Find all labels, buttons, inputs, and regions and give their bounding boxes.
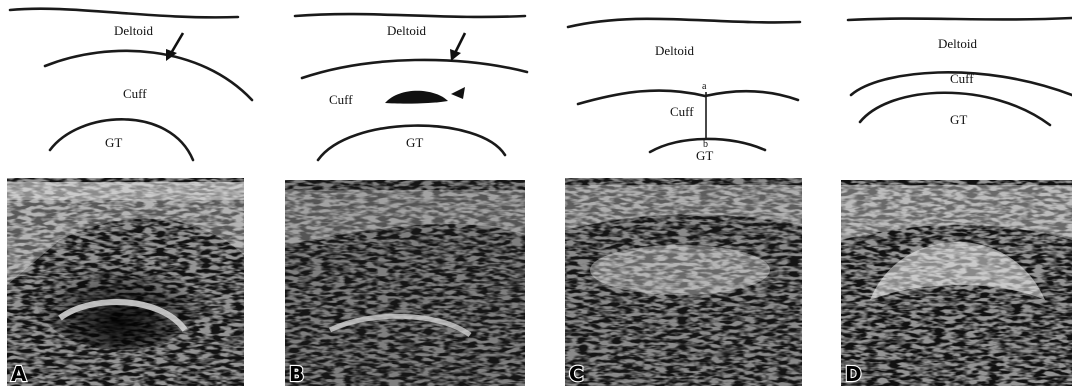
gt-label: GT	[105, 135, 122, 150]
ultrasound-image-d: D	[841, 180, 1072, 386]
deltoid-label: Deltoid	[655, 43, 694, 58]
cuff-label: Cuff	[123, 86, 147, 101]
cuff-label: Cuff	[950, 71, 974, 86]
schematic-b: Deltoid Cuff GT	[295, 14, 527, 160]
ultrasound-image-c: C	[565, 178, 802, 386]
deltoid-label: Deltoid	[938, 36, 977, 51]
panel-letter-d: D	[845, 362, 862, 386]
skin-line	[568, 19, 800, 27]
deltoid-cuff-boundary	[302, 60, 527, 78]
panel-c: a b Deltoid Cuff GT C	[565, 19, 802, 386]
gt-label: GT	[696, 148, 713, 163]
deltoid-label: Deltoid	[114, 23, 153, 38]
schematic-a: Deltoid Cuff GT	[10, 9, 252, 160]
schematic-d: Deltoid Cuff GT	[848, 18, 1072, 127]
panel-d: Deltoid Cuff GT D	[841, 18, 1072, 386]
schematic-c: a b Deltoid Cuff GT	[568, 19, 800, 163]
gt-label: GT	[950, 112, 967, 127]
deltoid-label: Deltoid	[387, 23, 426, 38]
ultrasound-image-a: A	[7, 178, 244, 386]
effusion-shape	[385, 91, 448, 104]
ultrasound-image-b: B	[285, 180, 525, 386]
panel-letter-c: C	[569, 362, 584, 386]
cuff-label: Cuff	[670, 104, 694, 119]
panel-letter-b: B	[289, 362, 304, 386]
cuff-label: Cuff	[329, 92, 353, 107]
gt-label: GT	[406, 135, 423, 150]
panel-letter-a: A	[11, 362, 27, 386]
skin-line	[295, 14, 525, 17]
arrowhead-marker	[451, 87, 465, 99]
deltoid-cuff-boundary	[45, 51, 252, 100]
skin-line	[848, 18, 1072, 20]
panel-a: Deltoid Cuff GT A	[7, 9, 252, 386]
skin-line	[10, 9, 238, 18]
point-a-label: a	[702, 81, 707, 92]
deltoid-cuff-boundary	[578, 91, 798, 104]
panel-b: Deltoid Cuff GT B	[285, 14, 527, 386]
arrow-b	[450, 33, 465, 61]
